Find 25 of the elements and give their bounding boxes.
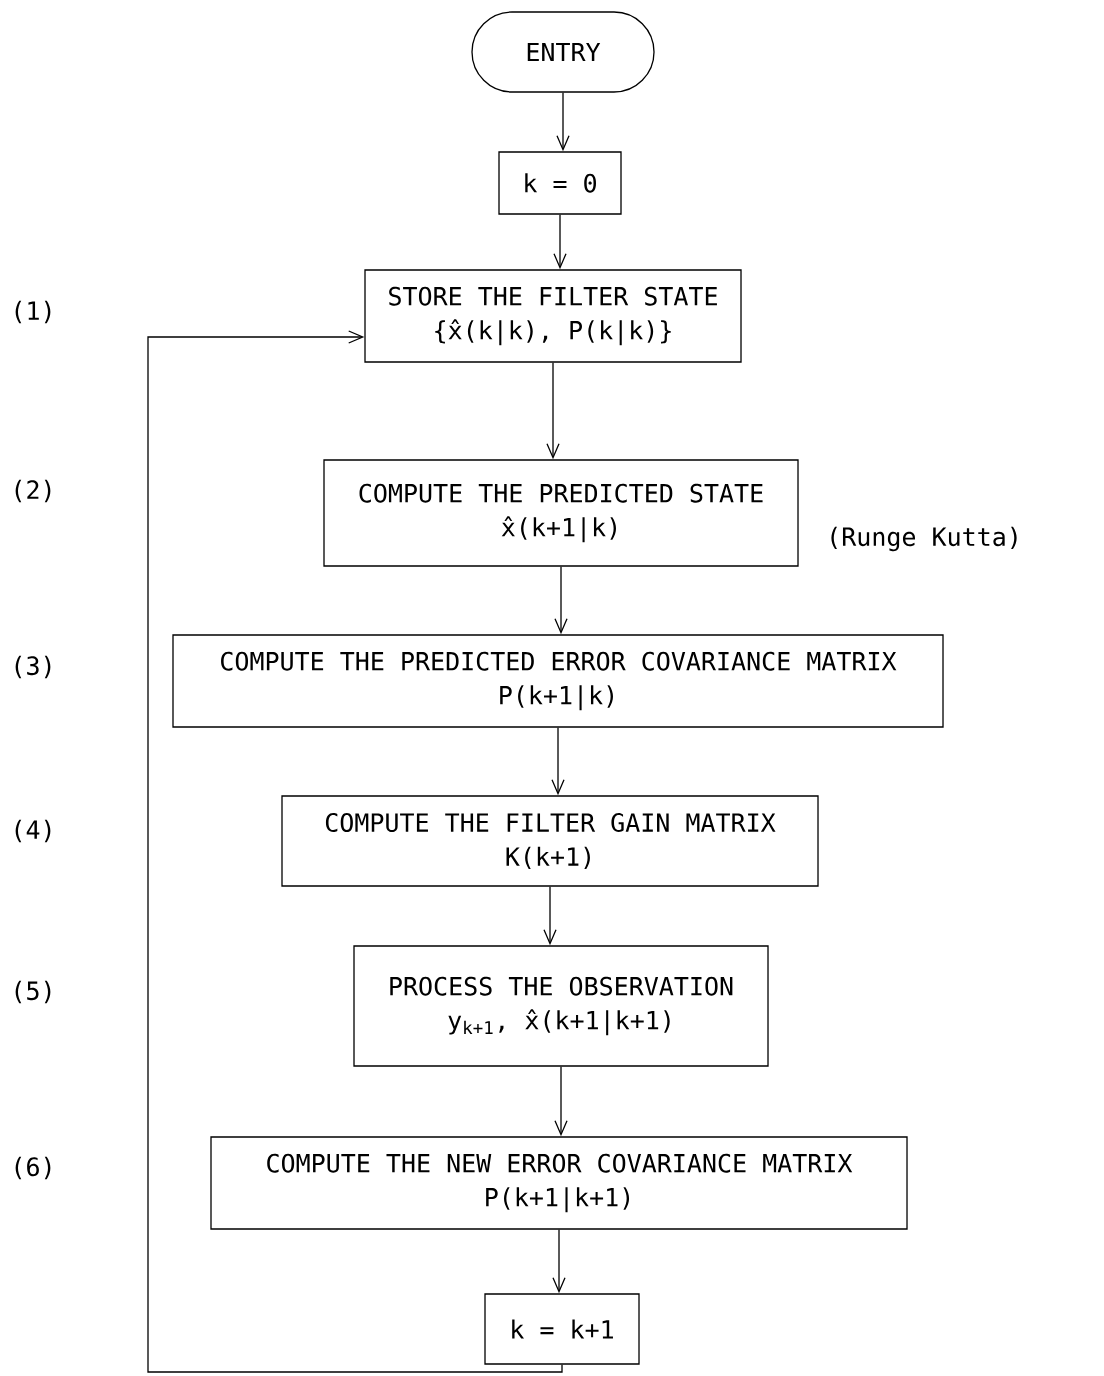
side-note: (Runge Kutta) xyxy=(831,526,1017,552)
arrow xyxy=(552,1229,566,1294)
process-box: k = k+1 xyxy=(484,1293,640,1365)
arrow xyxy=(551,727,565,796)
process-box: PROCESS THE OBSERVATION y$_{k+1}$, x̂(k+1|k+1) xyxy=(353,945,769,1067)
step-number: (2) xyxy=(15,479,51,503)
step-number: (5) xyxy=(15,980,51,1004)
arrow xyxy=(556,92,570,152)
arrow xyxy=(546,362,560,460)
step-number: (6) xyxy=(15,1156,51,1180)
process-box: COMPUTE THE FILTER GAIN MATRIX K(k+1) xyxy=(281,795,819,887)
process-box: COMPUTE THE PREDICTED ERROR COVARIANCE MATRIX P(k+1|k) xyxy=(172,634,944,728)
step-number: (1) xyxy=(15,300,51,324)
process-box: COMPUTE THE PREDICTED STATE x̂(k+1|k) xyxy=(323,459,799,567)
step-number: (3) xyxy=(15,655,51,679)
arrow xyxy=(554,566,568,635)
process-box: COMPUTE THE NEW ERROR COVARIANCE MATRIX P(k+1|k+1) xyxy=(210,1136,908,1230)
process-box: STORE THE FILTER STATE {x̂(k|k), P(k|k)} xyxy=(364,269,742,363)
arrow xyxy=(554,1066,568,1137)
arrow xyxy=(543,886,557,946)
process-box: k = 0 xyxy=(498,151,622,215)
step-number: (4) xyxy=(15,819,51,843)
arrow xyxy=(553,214,567,270)
terminal-box: ENTRY xyxy=(471,11,655,93)
arrow xyxy=(147,330,563,1373)
